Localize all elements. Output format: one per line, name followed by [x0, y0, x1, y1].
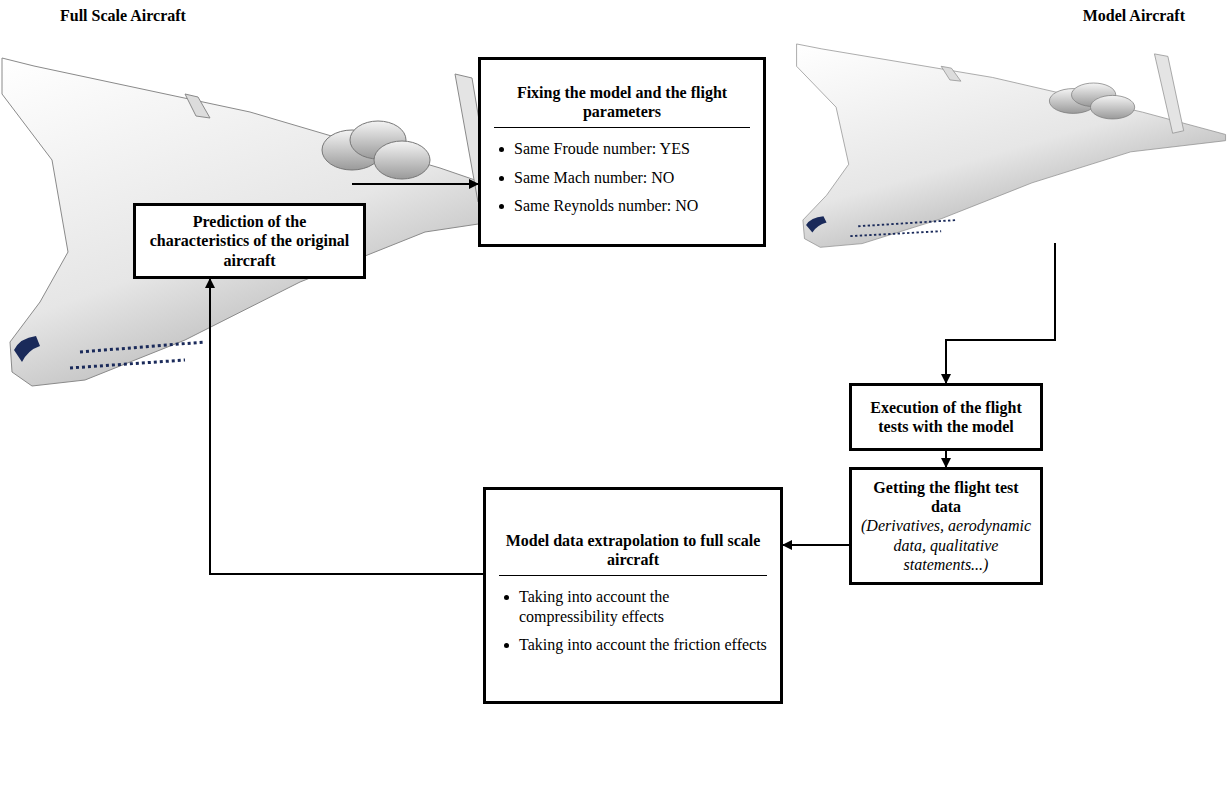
box-heading: Fixing the model and the flight paramete…: [494, 83, 750, 128]
model-aircraft: [797, 44, 1226, 247]
bullet-text: Taking into account the compressibility …: [495, 587, 771, 625]
process-box: Execution of the flight tests with the m…: [849, 383, 1043, 451]
aircraft-label: Full Scale Aircraft: [60, 6, 352, 25]
bullet-text: Taking into account the friction effects: [495, 635, 771, 654]
aircraft-node: Full Scale Aircraft: [0, 6, 352, 351]
aircraft-node: Model Aircraft: [800, 6, 1225, 243]
flow-arrow: [946, 243, 1055, 383]
box-heading: Model data extrapolation to full scale a…: [499, 531, 767, 576]
full-scale-aircraft: [2, 58, 545, 386]
process-box: Model data extrapolation to full scale a…: [483, 487, 783, 704]
process-box: Fixing the model and the flight paramete…: [478, 57, 766, 247]
box-heading: Prediction of the characteristics of the…: [145, 212, 354, 270]
flow-arrow: [945, 451, 947, 467]
bullet-text: Same Reynolds number: NO: [490, 196, 754, 215]
aircraft-label: Model Aircraft: [800, 6, 1185, 25]
box-heading: Getting the flight test data: [861, 478, 1031, 516]
flow-arrow: [352, 183, 478, 185]
process-box: Getting the flight test data(Derivatives…: [849, 467, 1043, 585]
process-box: Prediction of the characteristics of the…: [133, 203, 366, 279]
bullet-text: Same Froude number: YES: [490, 139, 754, 158]
italic-note: (Derivatives, aerodynamic data, qualitat…: [861, 516, 1031, 574]
box-heading: Execution of the flight tests with the m…: [861, 398, 1031, 436]
flow-arrow: [783, 544, 849, 546]
bullet-text: Same Mach number: NO: [490, 168, 754, 187]
flow-arrow: [210, 279, 483, 574]
